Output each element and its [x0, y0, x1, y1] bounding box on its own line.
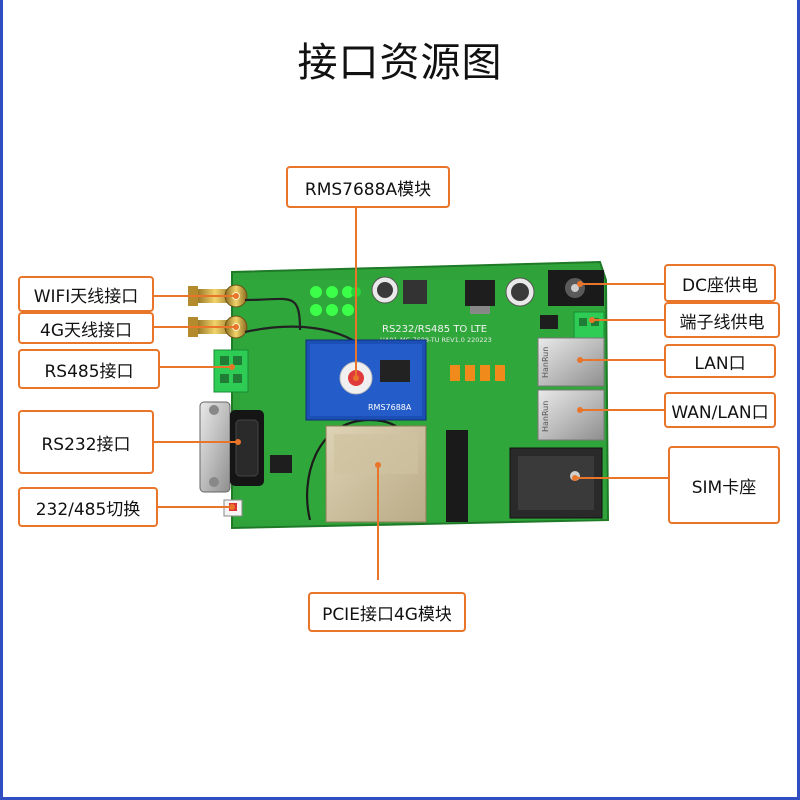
rms7688a-module: RMS7688A — [305, 339, 427, 421]
leader-lines — [153, 208, 668, 580]
label-rs485: RS485接口 — [18, 349, 160, 389]
label-dc-power: DC座供电 — [664, 264, 776, 302]
rj45-brand: HanRun — [541, 401, 550, 432]
label-rms7688a-module: RMS7688A模块 — [286, 166, 450, 208]
label-wan-lan-port: WAN/LAN口 — [664, 392, 776, 428]
inductor — [403, 280, 427, 304]
label-wifi-antenna: WIFI天线接口 — [18, 276, 154, 312]
dc-jack — [548, 270, 604, 306]
ipex-cable-1 — [244, 297, 302, 331]
label-4g-antenna: 4G天线接口 — [18, 312, 154, 344]
label-232-485-switch: 232/485切换 — [18, 487, 158, 527]
board-silk-sub: HA01-MC-7688-TU REV1.0 220223 — [380, 336, 492, 344]
label-sim-slot: SIM卡座 — [668, 446, 780, 524]
rj45-wanlan-port: HanRun — [537, 389, 605, 441]
pcie-slot — [446, 430, 468, 522]
label-terminal-power: 端子线供电 — [664, 302, 780, 338]
status-leds — [310, 286, 361, 316]
label-rs232: RS232接口 — [18, 410, 154, 474]
module-silk: RMS7688A — [368, 403, 412, 412]
sim-card-holder — [509, 447, 603, 519]
pcie-4g-module — [325, 425, 427, 523]
board-silk-main: RS232/RS485 TO LTE — [382, 324, 487, 335]
rj45-brand: HanRun — [541, 347, 550, 378]
leader-dots — [229, 281, 595, 510]
regulator — [465, 280, 495, 306]
power-terminal-block — [573, 311, 605, 339]
label-pcie-4g-module: PCIE接口4G模块 — [308, 592, 466, 632]
page-title: 接口资源图 — [297, 40, 503, 86]
label-lan-port: LAN口 — [664, 344, 776, 378]
rj45-lan-port: HanRun — [537, 337, 605, 387]
rs485-terminal-block — [213, 349, 249, 393]
rs232-db9-connector — [199, 401, 264, 493]
